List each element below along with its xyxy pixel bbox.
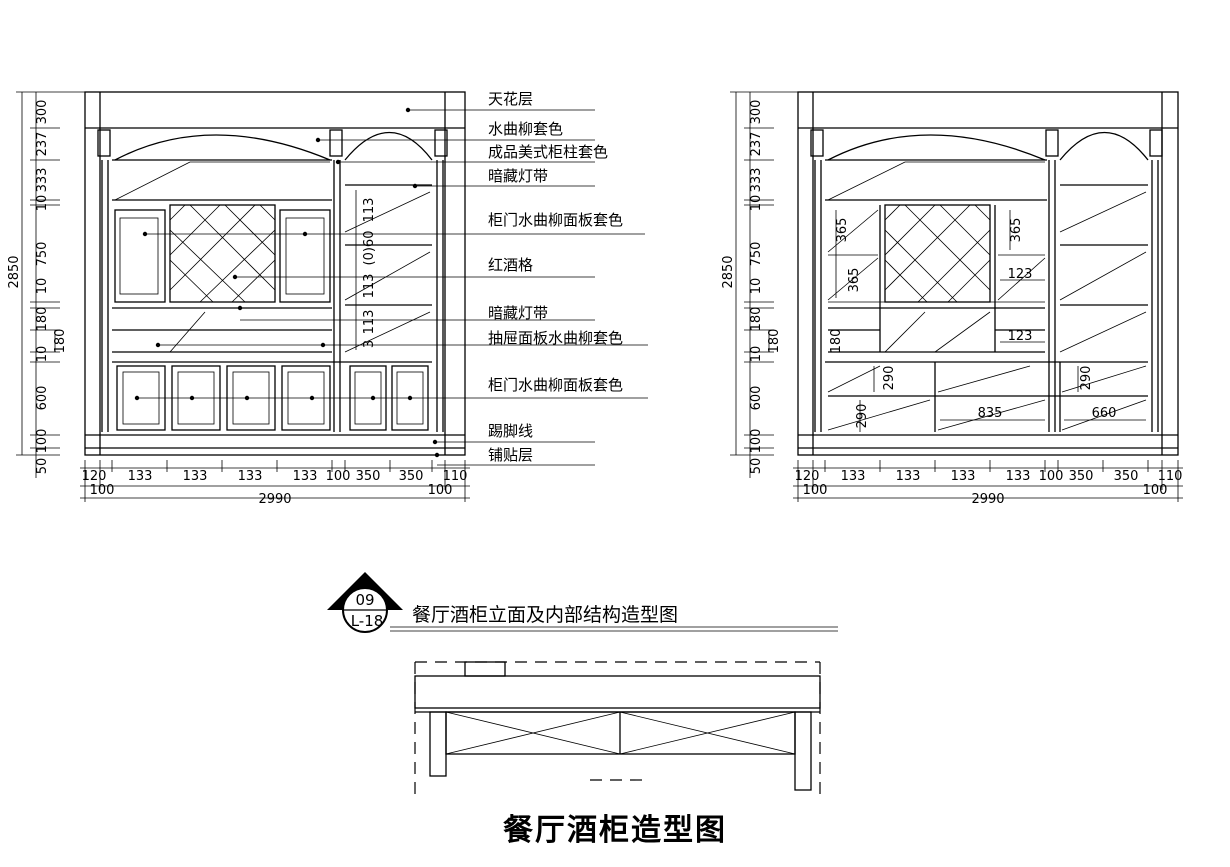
- r-inner-180: 180: [829, 329, 844, 354]
- callout-drawer-panel: 抽屉面板水曲柳套色: [488, 329, 623, 347]
- r-inner-123-b: 123: [1008, 329, 1033, 344]
- dim-inner-3: 3: [362, 340, 377, 348]
- r-dim-10-c: 10: [749, 346, 764, 363]
- dim-total-height: 2850: [7, 255, 22, 288]
- r-dim-w-110: 110: [1158, 469, 1183, 484]
- r-dim-w-133-a: 133: [841, 469, 866, 484]
- left-vertical-dims: 300 237 333 10 750 10 180 10 600 100 50 …: [7, 91, 85, 478]
- left-leaders: [134, 107, 648, 466]
- callout-door-panel-1: 柜门水曲柳面板套色: [488, 211, 623, 229]
- dim-inner-113-b: 113: [362, 274, 377, 299]
- section-sheet: L-18: [351, 612, 384, 630]
- dim-50: 50: [35, 458, 50, 475]
- left-inner-dims: 113 (0)60 113 113 3: [355, 190, 377, 350]
- main-title: 餐厅酒柜造型图: [503, 813, 727, 848]
- dim-edge-100-left: 100: [90, 483, 115, 498]
- dim-10-c: 10: [35, 346, 50, 363]
- dim-w-100: 100: [326, 469, 351, 484]
- dim-total-width: 2990: [258, 492, 291, 507]
- dim-180-small: 180: [53, 329, 68, 354]
- dim-w-110: 110: [443, 469, 468, 484]
- callout-skirting: 踢脚线: [488, 422, 533, 440]
- r-dim-edge-100-left: 100: [803, 483, 828, 498]
- section-title: 餐厅酒柜立面及内部结构造型图: [412, 604, 678, 626]
- r-dim-w-350-a: 350: [1069, 469, 1094, 484]
- dim-w-350-b: 350: [399, 469, 424, 484]
- dim-w-133-a: 133: [128, 469, 153, 484]
- dim-w-133-c: 133: [238, 469, 263, 484]
- r-dim-edge-100-right: 100: [1143, 483, 1168, 498]
- r-inner-365-b: 365: [847, 268, 862, 293]
- dim-w-350-a: 350: [356, 469, 381, 484]
- callout-ash-stain: 水曲柳套色: [488, 120, 563, 138]
- r-inner-660: 660: [1092, 406, 1117, 421]
- section-symbol: 09 L-18 餐厅酒柜立面及内部结构造型图: [327, 572, 838, 633]
- r-dim-50: 50: [749, 458, 764, 475]
- r-dim-w-120: 120: [795, 469, 820, 484]
- left-horizontal-dims: 120 133 133 133 133 100 350 350 110 100 …: [80, 460, 470, 507]
- r-dim-300: 300: [749, 100, 764, 125]
- right-inner-dims: 365 365 365 123 180 123 290 290 290 835 …: [829, 210, 1146, 432]
- r-dim-600: 600: [749, 386, 764, 411]
- dim-237: 237: [35, 132, 50, 157]
- callout-column-stain: 成品美式柜柱套色: [488, 143, 608, 161]
- section-number: 09: [355, 591, 374, 609]
- r-dim-10-b: 10: [749, 278, 764, 295]
- r-dim-180: 180: [749, 307, 764, 332]
- dim-w-120: 120: [82, 469, 107, 484]
- r-dim-237: 237: [749, 132, 764, 157]
- r-dim-750: 750: [749, 242, 764, 267]
- r-dim-w-133-b: 133: [896, 469, 921, 484]
- callout-ceiling: 天花层: [488, 90, 533, 108]
- callout-door-panel-2: 柜门水曲柳面板套色: [488, 376, 623, 394]
- right-horizontal-dims: 120 133 133 133 133 100 350 350 110 100 …: [793, 460, 1183, 507]
- callout-wine-rack: 红酒格: [488, 256, 533, 274]
- r-inner-835: 835: [978, 406, 1003, 421]
- dim-inner-060: (0)60: [362, 231, 377, 266]
- callout-hidden-light-1: 暗藏灯带: [488, 167, 548, 185]
- r-inner-365-c: 365: [1009, 218, 1024, 243]
- r-inner-290-c: 290: [1079, 366, 1094, 391]
- dim-inner-113-a: 113: [362, 198, 377, 223]
- dim-180: 180: [35, 307, 50, 332]
- dim-750: 750: [35, 242, 50, 267]
- dim-100: 100: [35, 429, 50, 454]
- right-vertical-dims: 300 237 333 10 750 10 180 10 600 100 50 …: [721, 91, 798, 478]
- r-dim-180-small: 180: [767, 329, 782, 354]
- r-inner-123-a: 123: [1008, 267, 1033, 282]
- r-inner-290-a: 290: [882, 366, 897, 391]
- dim-600: 600: [35, 386, 50, 411]
- left-callouts: 天花层 水曲柳套色 成品美式柜柱套色 暗藏灯带 柜门水曲柳面板套色 红酒格 暗藏…: [488, 90, 623, 464]
- r-dim-w-350-b: 350: [1114, 469, 1139, 484]
- dim-333: 333: [35, 168, 50, 193]
- r-dim-w-100: 100: [1039, 469, 1064, 484]
- r-dim-w-133-d: 133: [1006, 469, 1031, 484]
- r-dim-10: 10: [749, 195, 764, 212]
- dim-300: 300: [35, 100, 50, 125]
- r-dim-total-height: 2850: [721, 255, 736, 288]
- r-dim-333: 333: [749, 168, 764, 193]
- dim-10-b: 10: [35, 278, 50, 295]
- dim-edge-100-right: 100: [428, 483, 453, 498]
- callout-paving: 铺贴层: [488, 446, 533, 464]
- r-dim-w-133-c: 133: [951, 469, 976, 484]
- r-dim-total-width: 2990: [971, 492, 1004, 507]
- dim-w-133-d: 133: [293, 469, 318, 484]
- r-dim-100: 100: [749, 429, 764, 454]
- left-elevation: [84, 91, 466, 456]
- dim-w-133-b: 133: [183, 469, 208, 484]
- r-inner-290-b: 290: [855, 404, 870, 429]
- right-elevation: [797, 91, 1179, 456]
- bottom-cabinet: [414, 661, 821, 795]
- dim-10: 10: [35, 195, 50, 212]
- callout-hidden-light-2: 暗藏灯带: [488, 304, 548, 322]
- r-inner-365-a: 365: [835, 218, 850, 243]
- dim-inner-113-c: 113: [362, 310, 377, 335]
